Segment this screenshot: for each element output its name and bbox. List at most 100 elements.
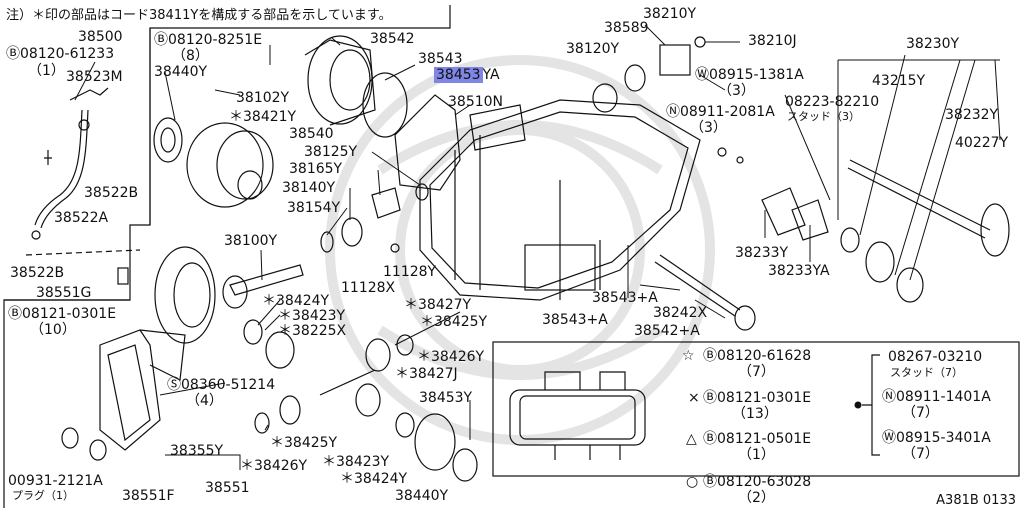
label-w08915-1381a: Ⓦ08915-1381A <box>695 67 804 83</box>
label-b08120-61233-qty: （1） <box>28 63 65 79</box>
label-38100y: 38100Y <box>224 233 278 249</box>
label-38424y-2: ＊38424Y <box>340 471 408 487</box>
legend-symbol-cross-icon: × <box>688 390 700 406</box>
legend-part-5: Ⓝ08911-1401A <box>882 389 991 405</box>
label-38542a: 38542+A <box>634 323 700 339</box>
label-38423y-2: ＊38423Y <box>322 454 390 470</box>
label-38233y: 38233Y <box>735 245 789 261</box>
legend-symbol-triangle-icon: △ <box>686 431 697 447</box>
label-38233ya: 38233YA <box>768 263 830 279</box>
label-38510n: 38510N <box>448 94 504 110</box>
label-11128x: 11128X <box>341 280 396 296</box>
label-38232y: 38232Y <box>945 107 999 123</box>
legend-bracket <box>862 354 880 456</box>
label-38551g: 38551G <box>36 285 92 301</box>
legend-qty-5: （7） <box>902 405 939 421</box>
label-38543a-2: 38543+A <box>542 312 608 328</box>
label-08223-82210: 08223-82210 <box>785 94 880 110</box>
label-38165y: 38165Y <box>289 161 343 177</box>
label-plug-1: プラグ（1） <box>12 489 74 502</box>
label-b08120-8251e: Ⓑ08120-8251E <box>154 32 263 48</box>
rear-cover <box>61 329 186 461</box>
label-38154y: 38154Y <box>287 200 341 216</box>
differential-case <box>153 117 274 208</box>
legend-part-3: Ⓑ08120-63028 <box>703 474 812 490</box>
label-s08360-51214: Ⓢ08360-51214 <box>167 377 276 393</box>
label-n08911-2081a: Ⓝ08911-2081A <box>666 104 775 120</box>
label-b08120-8251e-qty: （8） <box>172 48 209 64</box>
legend-dot-icon <box>854 401 862 409</box>
label-38522a: 38522A <box>54 210 109 226</box>
watermark <box>325 55 715 445</box>
label-38500: 38500 <box>78 29 123 45</box>
bearings-middle <box>320 183 429 253</box>
ring-gear <box>154 246 216 344</box>
label-w08915-1381a-qty: （3） <box>718 83 755 99</box>
label-38453ya-suffix: YA <box>482 67 500 83</box>
label-38426y-2: ＊38426Y <box>240 458 308 474</box>
label-38523m: 38523M <box>66 69 123 85</box>
label-b08121-0301e: Ⓑ08121-0301E <box>8 306 117 322</box>
label-40227y: 40227Y <box>955 135 1009 151</box>
side-gears <box>243 319 478 482</box>
legend-symbol-star-icon: ☆ <box>682 348 695 364</box>
label-s08360-51214-qty: （4） <box>186 393 223 409</box>
header-note: 注）＊印の部品はコード38411Yを構成する部品を示しています。 <box>6 8 392 23</box>
legend-part-2: Ⓑ08121-0501E <box>703 431 812 447</box>
label-38453y: 38453Y <box>419 390 473 406</box>
label-38427j: ＊38427J <box>395 366 458 382</box>
label-38542: 38542 <box>370 31 415 47</box>
label-11128y: 11128Y <box>383 264 437 280</box>
label-38140y: 38140Y <box>282 180 336 196</box>
label-38230y: 38230Y <box>906 36 960 52</box>
main-frame-outline <box>4 28 151 301</box>
diagram-code: A381B 0133 <box>936 493 1016 508</box>
label-38551: 38551 <box>205 480 250 496</box>
label-38120y: 38120Y <box>566 41 620 57</box>
label-38425y-1: ＊38425Y <box>420 314 488 330</box>
label-00931-2121a: 00931-2121A <box>8 473 103 489</box>
legend-qty-4: スタッド（7） <box>890 366 963 379</box>
legend-housing-sketch <box>509 371 646 460</box>
leader-lines <box>74 24 1001 470</box>
label-38421y: ＊38421Y <box>229 109 297 125</box>
legend-part-0: Ⓑ08120-61628 <box>703 348 812 364</box>
label-38425y-2: ＊38425Y <box>270 435 338 451</box>
label-38423y-1: ＊38423Y <box>278 308 346 324</box>
label-38210y: 38210Y <box>643 6 697 22</box>
label-38551f: 38551F <box>122 488 175 504</box>
legend-qty-1: （13） <box>732 406 778 422</box>
label-38225x: ＊38225X <box>278 323 347 339</box>
label-b08120-61233: Ⓑ08120-61233 <box>6 46 115 62</box>
highlighted-part-number[interactable]: 38453 <box>434 67 483 83</box>
label-38102y: 38102Y <box>236 90 290 106</box>
label-38540: 38540 <box>289 126 334 142</box>
label-38125y: 38125Y <box>304 144 358 160</box>
pinion-shaft <box>222 264 304 309</box>
legend-part-6: Ⓦ08915-3401A <box>882 430 991 446</box>
label-38543: 38543 <box>418 51 463 67</box>
legend-qty-6: （7） <box>902 446 939 462</box>
label-38543a-1: 38543+A <box>592 290 658 306</box>
gasket-38453ya <box>394 94 461 191</box>
legend-part-1: Ⓑ08121-0301E <box>703 390 812 406</box>
label-43215y: 43215Y <box>872 73 926 89</box>
label-38440y-bot: 38440Y <box>395 488 449 504</box>
legend-qty-0: （7） <box>738 364 775 380</box>
label-n08911-2081a-qty: （3） <box>690 120 727 136</box>
label-38355y: 38355Y <box>170 443 224 459</box>
label-38426y-1: ＊38426Y <box>417 349 485 365</box>
diff-carrier-housing <box>419 99 701 301</box>
label-38522b-2: 38522B <box>10 265 65 281</box>
label-38210j: 38210J <box>748 33 797 49</box>
label-38427y: ＊38427Y <box>404 297 472 313</box>
breather-assembly <box>25 87 141 285</box>
label-38242x: 38242X <box>653 305 708 321</box>
label-38424y-1: ＊38424Y <box>262 293 330 309</box>
legend-symbol-circle-icon: ○ <box>686 474 699 490</box>
legend-box <box>492 341 1020 477</box>
label-38440y-top: 38440Y <box>154 64 208 80</box>
